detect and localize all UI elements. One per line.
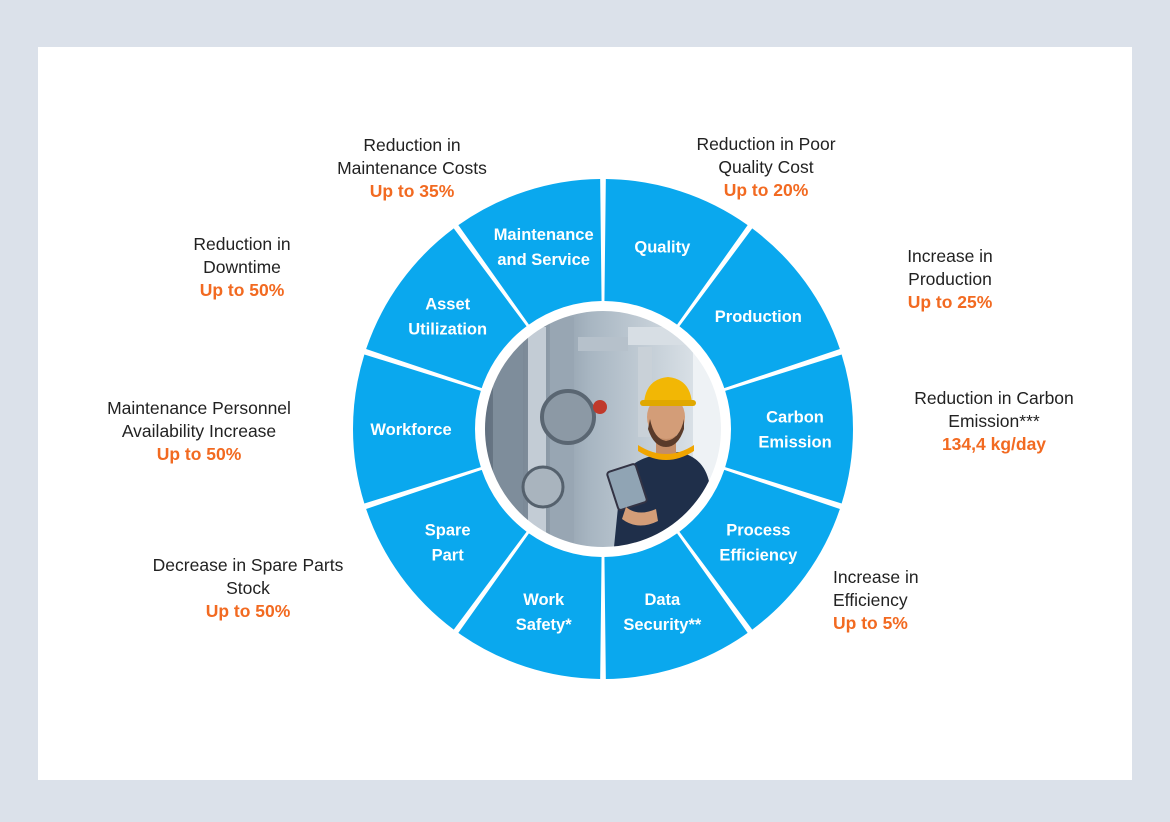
segment-spare-shape: [366, 469, 527, 630]
segment-asset-shape: [366, 228, 527, 389]
segment-workforce: Workforce: [352, 354, 481, 504]
segment-production-label: Production: [715, 308, 802, 326]
callout-downtime: Reduction in Downtime Up to 50%: [144, 233, 340, 302]
segment-process-shape: [679, 469, 840, 630]
callout-personnel: Maintenance Personnel Availability Incre…: [56, 397, 342, 466]
callout-carbon-title: Reduction in Carbon Emission***: [914, 388, 1074, 431]
callout-spare-title: Decrease in Spare Parts Stock: [152, 555, 344, 598]
callout-maintenance-value: Up to 35%: [369, 181, 455, 201]
callout-carbon: Reduction in Carbon Emission*** 134,4 kg…: [874, 387, 1114, 456]
callout-quality: Reduction in Poor Quality Cost Up to 20%: [638, 133, 894, 202]
callout-spare: Decrease in Spare Parts Stock Up to 50%: [110, 554, 386, 623]
callout-personnel-title: Maintenance Personnel Availability Incre…: [107, 398, 291, 441]
callout-spare-value: Up to 50%: [205, 601, 291, 621]
callout-production-value: Up to 25%: [907, 292, 993, 312]
callout-efficiency-title: Increase in Efficiency: [833, 567, 919, 610]
segment-maintenance-shape: [458, 179, 602, 325]
callout-downtime-title: Reduction in Downtime: [193, 234, 291, 277]
segment-data-shape: [604, 533, 748, 679]
callout-maintenance-title: Reduction in Maintenance Costs: [337, 135, 487, 178]
segment-quality-shape: [604, 179, 748, 325]
callout-quality-title: Reduction in Poor Quality Cost: [696, 134, 836, 177]
segment-workforce-label: Workforce: [370, 421, 451, 439]
segment-production: Production: [679, 228, 840, 389]
segment-safety-shape: [458, 533, 602, 679]
segment-carbon-shape: [725, 354, 854, 504]
segment-workforce-shape: [352, 354, 481, 504]
segment-production-shape: [679, 228, 840, 389]
callout-efficiency-value: Up to 5%: [833, 613, 908, 633]
callout-downtime-value: Up to 50%: [199, 280, 285, 300]
segment-quality-label: Quality: [634, 238, 691, 256]
callout-efficiency: Increase in Efficiency Up to 5%: [833, 566, 1033, 635]
callout-carbon-value: 134,4 kg/day: [941, 434, 1047, 454]
callout-maintenance: Reduction in Maintenance Costs Up to 35%: [286, 134, 538, 203]
callout-production: Increase in Production Up to 25%: [852, 245, 1048, 314]
callout-production-title: Increase in Production: [907, 246, 993, 289]
segment-quality: Quality: [604, 179, 748, 325]
callout-personnel-value: Up to 50%: [156, 444, 242, 464]
callout-quality-value: Up to 20%: [723, 180, 809, 200]
